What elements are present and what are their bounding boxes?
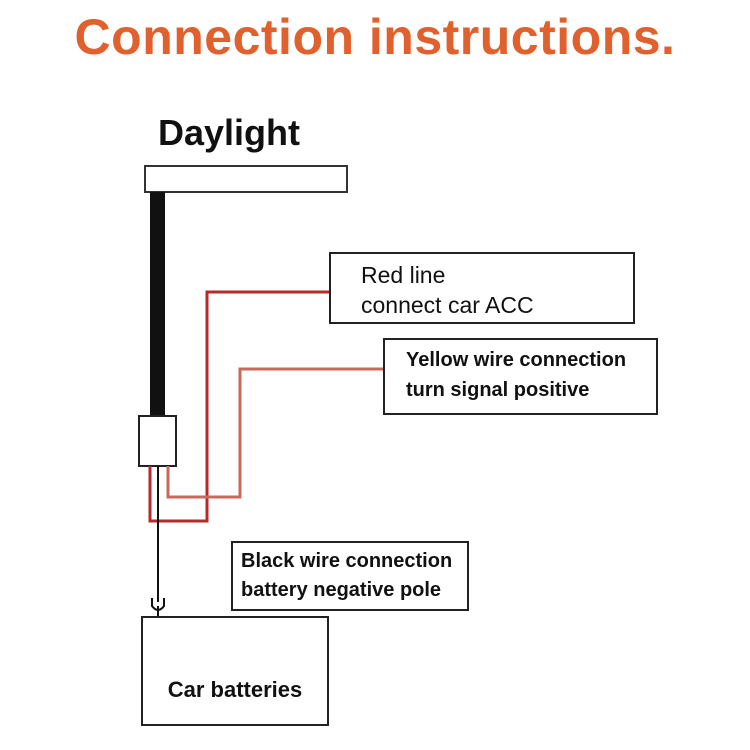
red-box-line-2: connect car ACC <box>361 292 534 318</box>
yellow-box-line-2: turn signal positive <box>406 379 590 401</box>
page-title: Connection instructions. <box>74 9 676 65</box>
car-battery: Car batteries <box>141 616 329 726</box>
main-black-cable <box>150 192 165 417</box>
yellow-wire <box>166 367 383 499</box>
black-wire-instruction-box: Black wire connection battery negative p… <box>231 541 469 611</box>
battery-label: Car batteries <box>167 677 303 702</box>
red-wire <box>148 290 329 523</box>
daylight-label: Daylight <box>158 112 301 153</box>
red-wire-instruction-box: Red line connect car ACC <box>329 252 635 324</box>
connector-block <box>138 415 177 467</box>
yellow-wire-instruction-box: Yellow wire connection turn signal posit… <box>383 338 658 415</box>
yellow-box-line-1: Yellow wire connection <box>406 349 627 371</box>
black-box-line-2: battery negative pole <box>241 579 442 601</box>
black-box-line-1: Black wire connection <box>241 550 453 572</box>
daylight-bar <box>144 165 348 193</box>
red-box-line-1: Red line <box>361 262 446 288</box>
